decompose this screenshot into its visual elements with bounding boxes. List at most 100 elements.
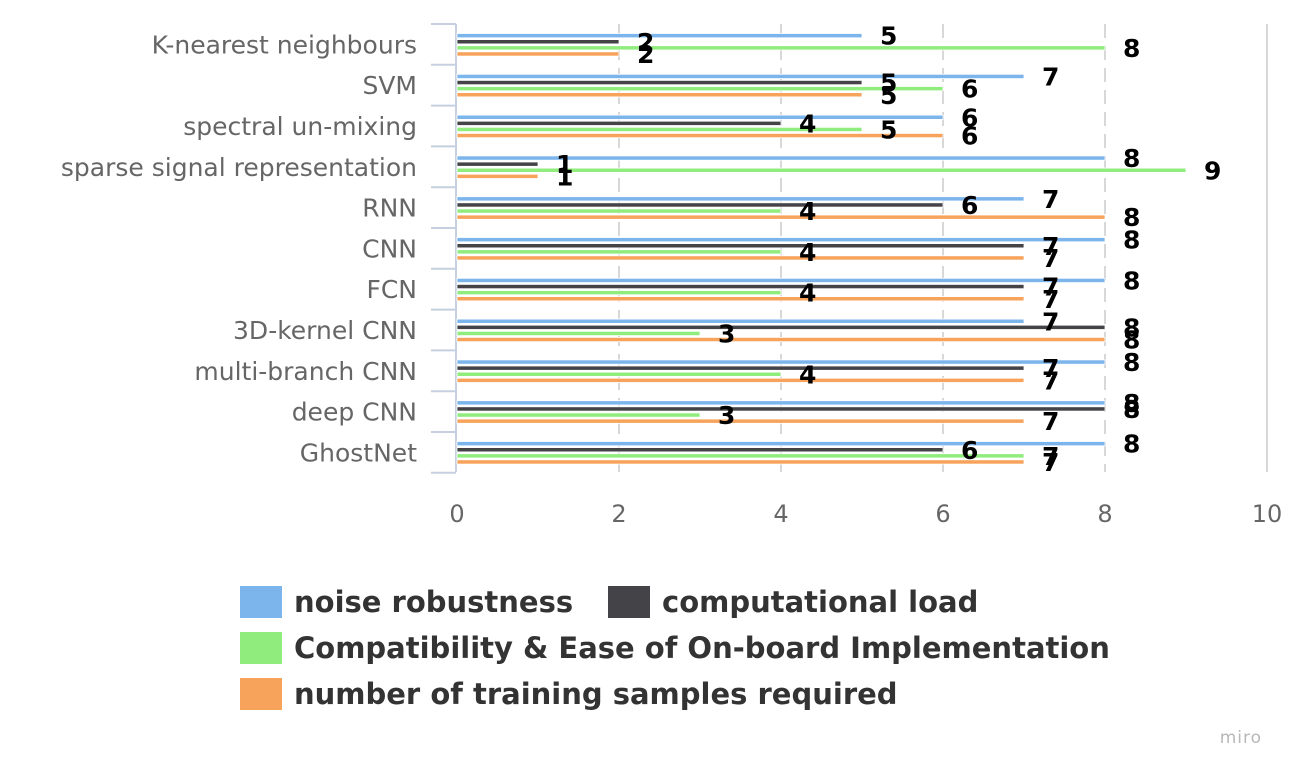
bar-1-2 [456,73,1025,80]
bar-3-11 [456,453,1025,459]
bar-2-9 [456,365,1025,371]
data-label-1-3: 6 [961,103,978,132]
data-label-2-9: 7 [1042,354,1059,383]
bar-1-7 [456,277,1106,283]
data-label-2-8: 8 [1123,313,1140,342]
legend-item-1[interactable]: noise robustness [240,585,573,619]
bar-2-3 [456,120,782,126]
data-label-2-3: 4 [799,109,816,138]
bar-3-5 [456,208,782,214]
data-label-4-3: 6 [961,122,978,151]
data-label-4-9: 7 [1042,366,1059,395]
bar-1-1 [456,33,863,39]
bar-4-4 [456,173,539,179]
data-label-3-5: 4 [799,197,816,226]
legend-swatch [240,678,282,710]
bar-1-8 [456,318,1025,324]
legend-swatch [608,586,650,618]
data-label-2-7: 7 [1042,273,1059,302]
data-label-2-11: 6 [961,436,978,465]
data-label-1-4: 8 [1123,144,1140,173]
x-tick-label: 2 [611,500,626,528]
data-label-2-6: 7 [1042,232,1059,261]
bar-1-5 [456,196,1025,202]
data-label-3-10: 3 [718,401,735,430]
data-label-4-10: 7 [1042,407,1059,436]
x-tick-label: 0 [449,500,464,528]
legend-item-4[interactable]: number of training samples required [240,677,898,711]
bar-1-6 [456,237,1106,243]
data-label-3-8: 3 [718,319,735,348]
x-tick-label: 6 [935,500,950,528]
category-label: spectral un-mixing [183,112,417,141]
x-tick-label: 10 [1252,500,1283,528]
data-label-1-11: 8 [1123,430,1140,459]
category-label: GhostNet [300,438,417,467]
bar-4-11 [456,459,1025,465]
data-label-3-7: 4 [799,279,816,308]
bar-2-8 [456,324,1106,330]
legend-label: noise robustness [294,585,574,619]
bar-3-2 [456,86,944,92]
bar-3-8 [456,330,701,336]
bar-4-8 [456,336,1106,343]
legend-label: number of training samples required [294,677,898,711]
bar-4-5 [456,214,1106,220]
data-label-1-1: 5 [880,22,897,51]
bar-4-10 [456,418,1025,424]
bar-3-10 [456,412,701,418]
bar-3-4 [456,167,1187,173]
bar-2-2 [456,80,863,86]
data-label-2-5: 6 [961,191,978,220]
bar-4-1 [456,51,620,57]
data-label-3-2: 6 [961,75,978,104]
bar-2-4 [456,161,539,167]
data-label-4-8: 8 [1123,326,1140,355]
bar-1-10 [456,400,1106,406]
bar-3-3 [456,126,863,133]
category-label: RNN [362,194,417,223]
bar-2-10 [456,406,1106,412]
watermark-miro: miro [1219,728,1262,748]
bar-3-9 [456,371,782,377]
data-label-4-4: 1 [556,162,573,191]
category-label: 3D-kernel CNN [233,316,417,345]
data-label-3-6: 4 [799,238,816,267]
bar-3-1 [456,45,1106,51]
data-label-3-9: 4 [799,360,816,389]
data-label-4-1: 2 [637,40,654,69]
data-label-1-5: 7 [1042,185,1059,214]
legend-item-3[interactable]: Compatibility & Ease of On-board Impleme… [240,631,1110,665]
legend-item-2[interactable]: computational load [608,585,978,619]
category-label: CNN [362,234,417,263]
data-label-4-6: 7 [1042,244,1059,273]
bar-4-3 [456,132,944,139]
bar-1-4 [456,155,1106,161]
category-label: multi-branch CNN [194,357,417,386]
data-label-4-2: 5 [880,81,897,110]
data-label-3-4: 9 [1204,156,1221,185]
bar-1-11 [456,441,1106,447]
data-label-1-7: 8 [1123,266,1140,295]
bar-2-6 [456,243,1025,249]
bar-2-11 [456,447,944,453]
legend-label: computational load [662,585,979,619]
category-label: deep CNN [292,398,417,427]
bar-2-7 [456,283,1025,290]
bar-2-1 [456,39,620,45]
legend-label: Compatibility & Ease of On-board Impleme… [294,631,1110,665]
data-label-3-11: 7 [1042,442,1059,471]
bar-3-7 [456,290,782,296]
data-label-2-2: 5 [880,69,897,98]
bar-4-6 [456,255,1025,261]
data-label-1-9: 8 [1123,348,1140,377]
bars [456,33,1187,465]
bar-2-5 [456,202,944,208]
legend-swatch [240,632,282,664]
data-label-4-5: 8 [1123,203,1140,232]
bar-3-6 [456,249,782,255]
